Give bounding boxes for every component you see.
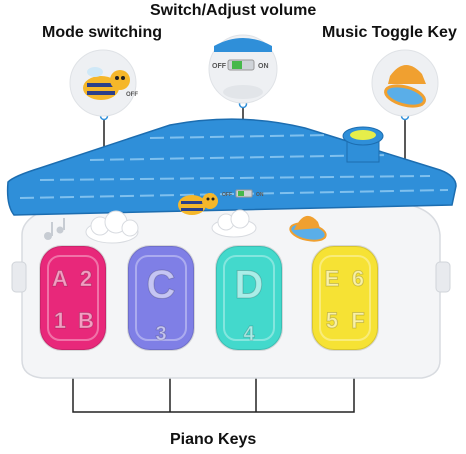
zoom-off-text: OFF — [126, 92, 138, 98]
chimney-icon — [342, 126, 384, 163]
piano-key-glyph: C — [147, 263, 176, 307]
music-toggle-label: Music Toggle Key — [322, 24, 457, 41]
piano-key-glyph: 1 — [54, 308, 66, 333]
piano-key-glyph: 2 — [80, 266, 92, 291]
volume-switch-slider — [232, 61, 242, 69]
piano-key-frame — [319, 255, 371, 341]
piano-key-body — [39, 245, 107, 351]
switch-off-text: OFF — [222, 192, 232, 198]
music-note-icon — [44, 218, 65, 240]
bee-icon — [178, 193, 218, 215]
roof — [6, 118, 457, 216]
piano-key-body — [215, 245, 283, 351]
piano-key-glyph: B — [78, 308, 94, 333]
piano-key-glyph: E — [325, 266, 340, 291]
piano-key-glyph: 4 — [243, 323, 255, 345]
cloud-icon — [85, 210, 139, 244]
piano-key-glyph: 3 — [155, 323, 166, 345]
piano-key-body — [127, 245, 195, 351]
bell-icon — [294, 215, 320, 230]
volume-off-text: OFF — [212, 63, 227, 70]
piano-key-glyph: F — [351, 308, 364, 333]
piano-key-body — [311, 245, 379, 351]
piano-key-3[interactable]: D4 — [215, 245, 283, 351]
piano-key-glyph: 5 — [326, 308, 338, 333]
piano-key-frame — [223, 255, 275, 341]
piano-key-frame — [135, 255, 187, 341]
volume-zoom-circle: OFF ON — [208, 34, 278, 104]
piano-key-glyph: A — [52, 266, 68, 291]
bell-icon — [388, 64, 426, 84]
cloud-icon-2 — [211, 209, 257, 238]
music-zoom-circle — [371, 49, 439, 117]
switch-on-text: ON — [256, 192, 264, 198]
piano-key-2[interactable]: C3 — [127, 245, 195, 351]
volume-on-text: ON — [258, 63, 269, 70]
mode-switching-label: Mode switching — [42, 24, 162, 41]
piano-key-glyph: 6 — [352, 266, 364, 291]
piano-keys-label: Piano Keys — [170, 431, 257, 448]
switch-volume-label: Switch/Adjust volume — [150, 2, 317, 19]
music-toggle-key[interactable] — [289, 215, 328, 244]
mode-zoom-circle: OFF — [69, 49, 138, 117]
piano-key-frame — [47, 255, 99, 341]
piano-leader-line — [72, 348, 355, 413]
volume-switch[interactable]: OFF ON — [222, 189, 264, 198]
piano-key-glyph: D — [235, 263, 264, 307]
